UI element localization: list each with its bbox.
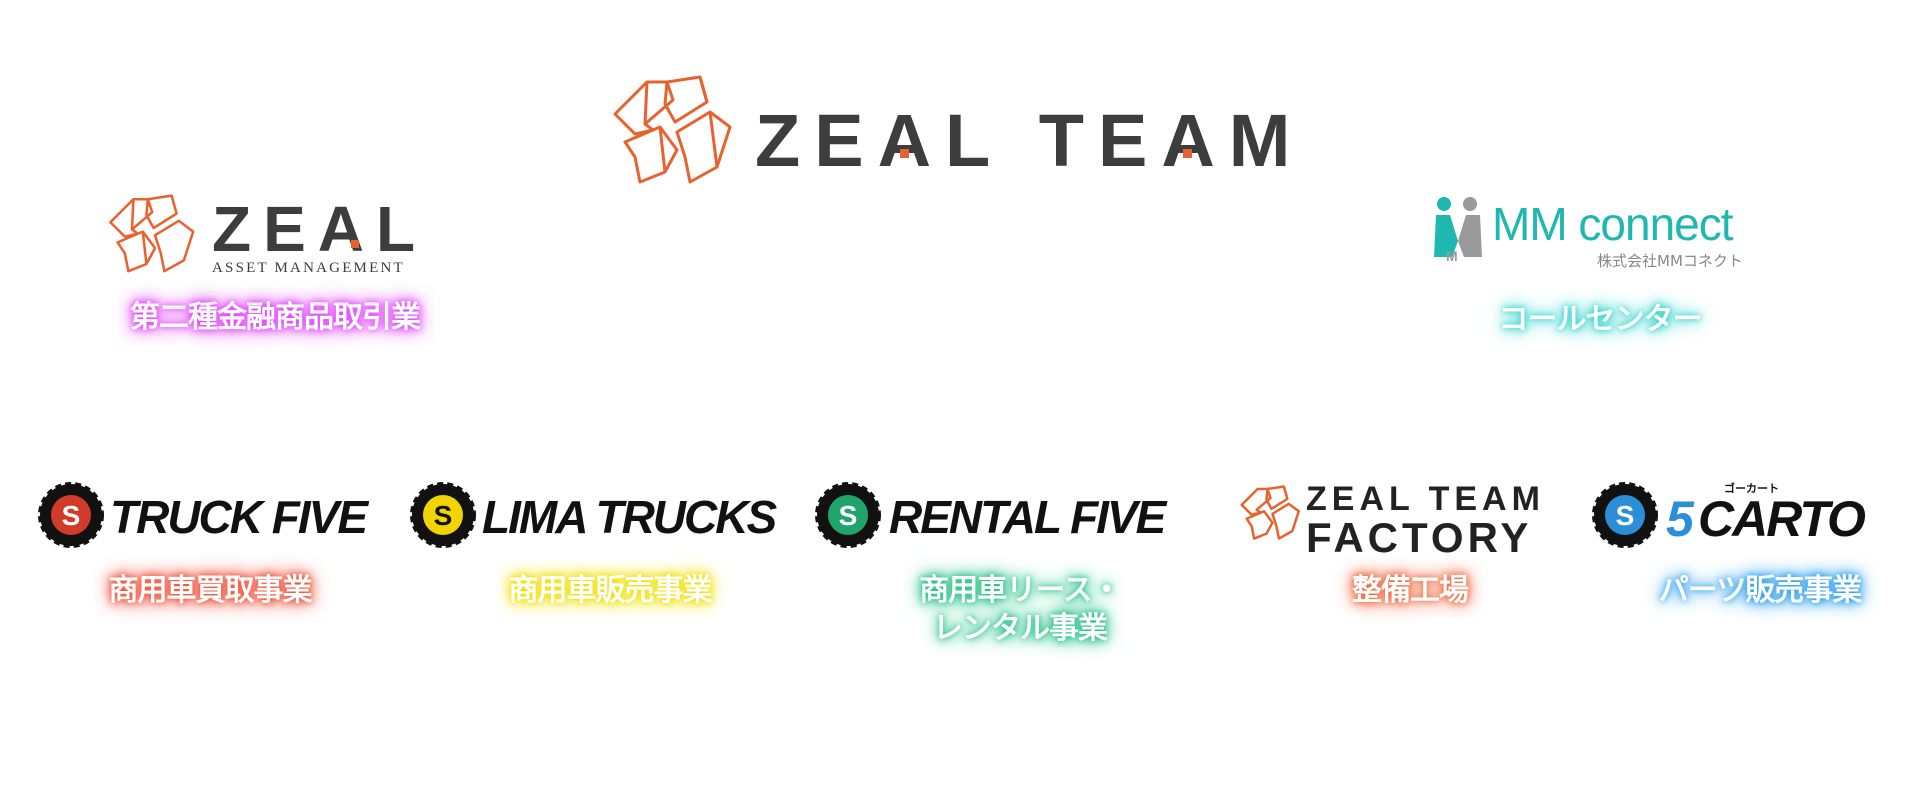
service-label-truck-purchase: 商用車買取事業 bbox=[108, 573, 313, 608]
service-label-lease-rental-2: レンタル事業 bbox=[933, 611, 1108, 646]
zeal-dot bbox=[351, 240, 359, 248]
svg-text:S: S bbox=[1616, 500, 1635, 531]
zeal-emblem-small-icon bbox=[1240, 485, 1300, 540]
truck-five-wordmark: TRUCK FIVE bbox=[110, 491, 368, 543]
svg-text:S: S bbox=[62, 500, 81, 531]
mm-connect-logo: M MM connect 株式会社MMコネクト bbox=[1430, 195, 1770, 275]
service-label-callcenter: コールセンター bbox=[1498, 302, 1703, 337]
gear-s-icon: S bbox=[815, 482, 881, 548]
rental-five-wordmark: RENTAL FIVE bbox=[889, 491, 1166, 543]
5carto-wordmark: CARTO bbox=[1698, 491, 1866, 547]
lima-trucks-wordmark: LIMA TRUCKS bbox=[482, 491, 777, 543]
service-label-maintenance: 整備工場 bbox=[1352, 573, 1469, 608]
lima-trucks-logo: S LIMA TRUCKS bbox=[410, 482, 780, 548]
mm-connect-people-icon: M bbox=[1434, 197, 1482, 264]
zeal-subtitle: ASSET MANAGEMENT bbox=[212, 260, 405, 276]
truck-five-logo: S TRUCK FIVE bbox=[38, 482, 368, 548]
svg-text:S: S bbox=[434, 500, 453, 531]
service-label-lease-rental-1: 商用車リース・ bbox=[919, 573, 1122, 608]
service-label-truck-sales: 商用車販売事業 bbox=[508, 573, 713, 608]
zeal-wordmark: ZEAL bbox=[212, 193, 428, 265]
svg-text:M: M bbox=[1446, 248, 1458, 264]
mm-connect-wordmark: MM connect bbox=[1492, 198, 1734, 250]
factory-wordmark-line1: ZEAL TEAM bbox=[1306, 480, 1545, 518]
zeal-emblem-icon bbox=[109, 194, 195, 273]
5carto-logo: S 5 CARTO ゴーカート bbox=[1592, 480, 1892, 550]
factory-wordmark-line2: FACTORY bbox=[1306, 514, 1533, 561]
5carto-number: 5 bbox=[1666, 491, 1694, 547]
gear-s-icon: S bbox=[410, 482, 476, 548]
zeal-asset-management-logo: ZEAL ASSET MANAGEMENT bbox=[100, 188, 440, 278]
svg-text:S: S bbox=[839, 500, 858, 531]
zeal-team-emblem-icon bbox=[613, 75, 732, 184]
rental-five-logo: S RENTAL FIVE bbox=[815, 482, 1195, 548]
mm-connect-subtitle: 株式会社MMコネクト bbox=[1597, 252, 1743, 270]
5carto-ruby: ゴーカート bbox=[1724, 482, 1779, 495]
service-label-financial: 第二種金融商品取引業 bbox=[130, 300, 421, 335]
service-label-parts-sales: パーツ販売事業 bbox=[1658, 573, 1862, 608]
gear-s-icon: S bbox=[38, 482, 104, 548]
gear-s-icon: S bbox=[1592, 482, 1658, 548]
zeal-team-factory-logo: ZEAL TEAM FACTORY bbox=[1236, 480, 1556, 561]
